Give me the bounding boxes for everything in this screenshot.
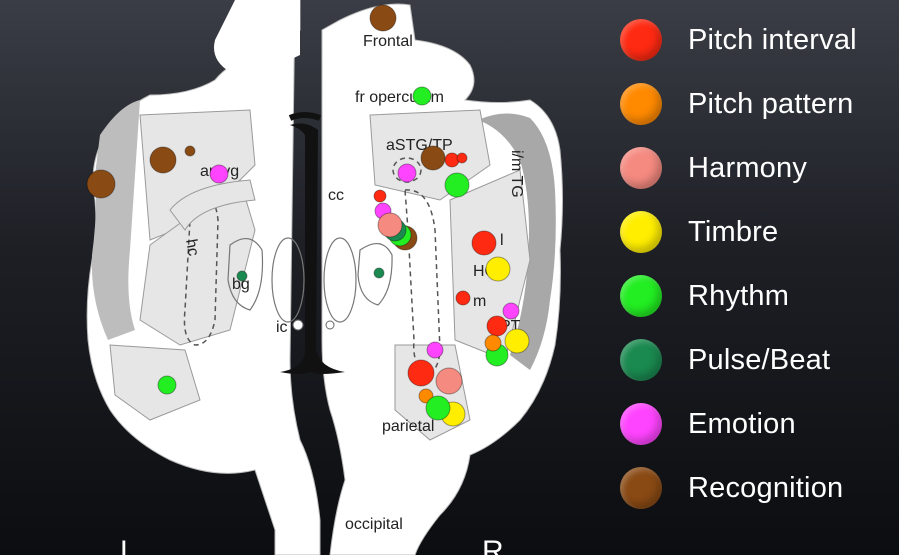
legend-label: Recognition (688, 472, 843, 505)
dot-timbre (486, 257, 510, 281)
dot-harmony (378, 213, 402, 237)
legend-swatch (620, 275, 662, 317)
dot-recognition (370, 5, 396, 31)
legend-item-emotion: Emotion (620, 404, 796, 444)
left-anterior-commissure-line (290, 115, 320, 118)
label-frontal: Frontal (363, 33, 413, 50)
dot-pitch-interval (487, 316, 507, 336)
legend-swatch (620, 19, 662, 61)
dot-pitch-interval (456, 291, 470, 305)
dot-emotion (427, 342, 443, 358)
dot-rhythm (445, 173, 469, 197)
legend-swatch (620, 467, 662, 509)
label-im-tg: i/m TG (508, 150, 525, 198)
legend-item-pitch-pattern: Pitch pattern (620, 84, 853, 124)
dot-emotion (503, 303, 519, 319)
legend-label: Pitch interval (688, 24, 857, 57)
side-label-left: L (120, 535, 137, 555)
dot-pulse-beat (374, 268, 384, 278)
dot-pitch-interval (457, 153, 467, 163)
dot-rhythm (158, 376, 176, 394)
dot-timbre (505, 329, 529, 353)
label-hc: hc (182, 238, 202, 258)
label-occipital: occipital (345, 516, 403, 533)
dot-recognition (421, 146, 445, 170)
legend-swatch (620, 211, 662, 253)
legend-label: Timbre (688, 216, 778, 249)
legend-item-pulse-beat: Pulse/Beat (620, 340, 830, 380)
legend-item-pitch-interval: Pitch interval (620, 20, 857, 60)
legend-item-recognition: Recognition (620, 468, 843, 508)
legend-swatch (620, 147, 662, 189)
dot-rhythm (426, 396, 450, 420)
left-ic-circle (293, 320, 303, 330)
label-i: l (500, 232, 504, 249)
dot-pulse-beat (237, 271, 247, 281)
dot-emotion (210, 165, 228, 183)
legend-label: Rhythm (688, 280, 789, 313)
dot-pitch-interval (472, 231, 496, 255)
legend-swatch (620, 339, 662, 381)
right-ic-circle (326, 321, 334, 329)
side-label-right: R (482, 535, 504, 555)
legend-swatch (620, 83, 662, 125)
dot-recognition (150, 147, 176, 173)
legend-label: Pulse/Beat (688, 344, 830, 377)
label-cc: cc (328, 187, 344, 204)
legend-item-rhythm: Rhythm (620, 276, 789, 316)
label-parietal: parietal (382, 418, 434, 435)
legend-label: Pitch pattern (688, 88, 853, 121)
label-ic: ic (276, 319, 288, 336)
label-m: m (473, 293, 486, 310)
dot-pitch-pattern (485, 335, 501, 351)
dot-recognition (87, 170, 115, 198)
legend-item-timbre: Timbre (620, 212, 778, 252)
dot-pitch-interval (408, 360, 434, 386)
dot-pitch-interval (374, 190, 386, 202)
legend-item-harmony: Harmony (620, 148, 807, 188)
legend-label: Emotion (688, 408, 796, 441)
dot-emotion (398, 164, 416, 182)
dot-rhythm (413, 87, 431, 105)
dot-harmony (436, 368, 462, 394)
legend-label: Harmony (688, 152, 807, 185)
dot-recognition (185, 146, 195, 156)
legend-swatch (620, 403, 662, 445)
